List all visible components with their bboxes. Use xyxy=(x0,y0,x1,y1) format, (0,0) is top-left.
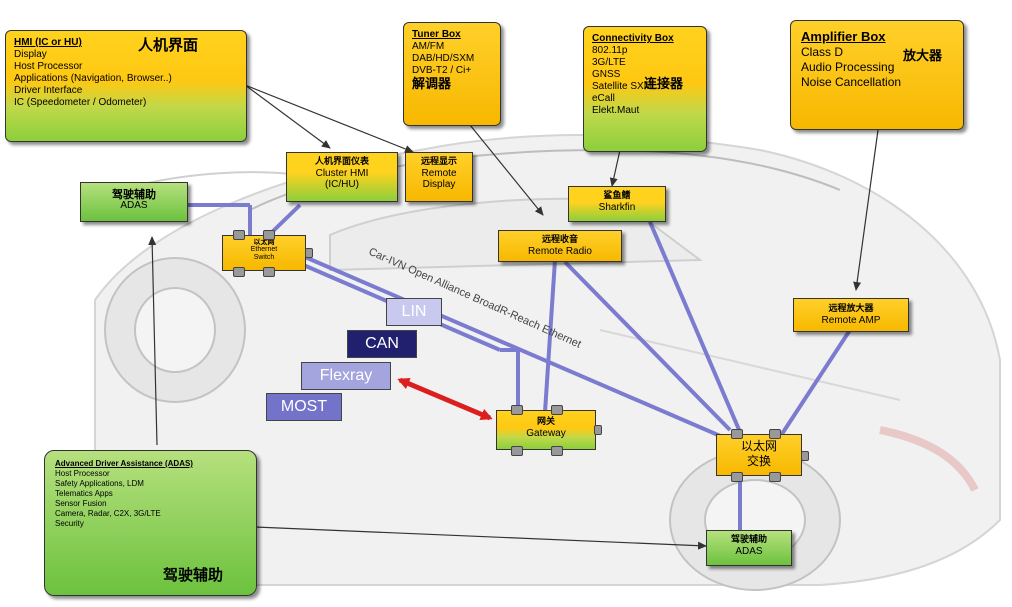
hmi-box: HMI (IC or HU) 人机界面 Display Host Process… xyxy=(5,30,247,142)
remote-radio-cn: 远程收音 xyxy=(541,235,578,245)
gateway-port xyxy=(551,405,563,415)
remote-amp-en: Remote AMP xyxy=(821,315,881,326)
adas-node-left-cn: 驾驶辅助 xyxy=(112,188,156,201)
gateway-port xyxy=(511,405,523,415)
hmi-title: HMI (IC or HU) xyxy=(14,37,82,48)
adas-item: Safety Applications, LDM xyxy=(55,479,144,488)
switch-port xyxy=(233,267,245,277)
protocol-lin: LIN xyxy=(386,298,442,326)
signal-arrows xyxy=(148,84,879,550)
connectivity-title: Connectivity Box xyxy=(592,33,674,44)
switch-cn: 以太网 xyxy=(253,238,275,246)
switch-port xyxy=(263,230,275,240)
remote-amp-cn: 远程放大器 xyxy=(828,304,874,314)
connectivity-item: eCall xyxy=(592,93,615,104)
ethernet-switch-right: 以太网 交换 xyxy=(716,429,809,482)
eth-switch-right-port xyxy=(801,451,809,461)
connectivity-box: Connectivity Box 802.11p 3G/LTE GNSS Sat… xyxy=(583,26,707,152)
amplifier-box: Amplifier Box Class D Audio Processing N… xyxy=(790,20,964,130)
red-bus-arrow xyxy=(397,377,493,421)
switch-port xyxy=(263,267,275,277)
remote-radio-en: Remote Radio xyxy=(528,246,592,257)
connectivity-item: Elekt.Maut xyxy=(592,105,640,116)
adas-item: Telematics Apps xyxy=(55,489,113,498)
tuner-box: Tuner Box AM/FM DAB/HD/SXM DVB-T2 / Ci+ … xyxy=(403,22,501,126)
remote-display-node: 远程显示 Remote Display xyxy=(405,152,473,202)
cluster-hmi-en2: (IC/HU) xyxy=(325,179,359,190)
amplifier-item: Class D xyxy=(801,45,844,59)
cluster-hmi-en: Cluster HMI xyxy=(315,168,369,179)
eth-switch-right-port xyxy=(769,429,781,439)
adas-box: Advanced Driver Assistance (ADAS) Host P… xyxy=(44,450,257,596)
eth-switch-right-port xyxy=(731,429,743,439)
eth-switch-right-cn1: 以太网 xyxy=(740,439,777,453)
hmi-item: Display xyxy=(14,49,47,60)
gateway-en: Gateway xyxy=(526,428,566,439)
switch-en1: Ethernet xyxy=(250,246,278,253)
connectivity-item: 802.11p xyxy=(592,45,628,56)
amplifier-item: Noise Cancellation xyxy=(801,75,902,89)
remote-display-en2: Display xyxy=(422,179,456,190)
hmi-cn-label: 人机界面 xyxy=(138,36,199,54)
gateway-node: 网关 Gateway xyxy=(496,405,602,456)
gateway-cn: 网关 xyxy=(536,417,555,427)
eth-switch-right-cn2: 交换 xyxy=(746,454,771,468)
tuner-title: Tuner Box xyxy=(412,29,461,40)
adas-node-left: 驾驶辅助 ADAS xyxy=(80,182,188,222)
tuner-item: DVB-T2 / Ci+ xyxy=(412,65,472,76)
connectivity-item: Satellite SXM xyxy=(592,81,653,92)
adas-node-bottom-en: ADAS xyxy=(735,546,763,557)
tuner-cn-label: 解调器 xyxy=(412,77,452,92)
protocol-can: CAN xyxy=(347,330,417,358)
sharkfin-node: 鲨鱼鳍 Sharkfin xyxy=(568,186,666,222)
adas-title: Advanced Driver Assistance (ADAS) xyxy=(55,459,193,468)
cluster-hmi-cn: 人机界面仪表 xyxy=(314,157,369,167)
amplifier-title: Amplifier Box xyxy=(801,29,886,44)
sharkfin-en: Sharkfin xyxy=(598,202,636,213)
adas-item: Security xyxy=(55,519,84,528)
amplifier-cn-label: 放大器 xyxy=(903,49,943,64)
sharkfin-cn: 鲨鱼鳍 xyxy=(603,191,631,201)
connectivity-cn-label: 连接器 xyxy=(644,77,684,92)
protocol-most: MOST xyxy=(266,393,342,421)
remote-radio-node: 远程收音 Remote Radio xyxy=(498,230,622,262)
gateway-port xyxy=(551,446,563,456)
cluster-hmi-node: 人机界面仪表 Cluster HMI (IC/HU) xyxy=(286,152,398,202)
protocol-flexray: Flexray xyxy=(301,362,391,390)
amplifier-item: Audio Processing xyxy=(801,60,895,74)
remote-display-cn: 远程显示 xyxy=(420,157,457,167)
remote-amp-node: 远程放大器 Remote AMP xyxy=(793,298,909,332)
adas-node-bottom-cn: 驾驶辅助 xyxy=(730,535,767,545)
remote-display-en: Remote xyxy=(421,168,457,179)
adas-item: Host Processor xyxy=(55,469,110,478)
connectivity-item: 3G/LTE xyxy=(592,57,626,68)
eth-switch-right-port xyxy=(731,472,743,482)
gateway-port xyxy=(511,446,523,456)
connectivity-item: GNSS xyxy=(592,69,621,80)
gateway-port xyxy=(594,425,602,435)
tuner-item: AM/FM xyxy=(412,41,445,52)
switch-en2: Switch xyxy=(253,254,275,261)
eth-switch-right-port xyxy=(769,472,781,482)
hmi-item: Driver Interface xyxy=(14,85,83,96)
hmi-item: Host Processor xyxy=(14,61,83,72)
ethernet-switch-left: 以太网 Ethernet Switch xyxy=(222,230,313,277)
hmi-item: IC (Speedometer / Odometer) xyxy=(14,97,147,108)
adas-node-left-en: ADAS xyxy=(120,200,148,211)
adas-item: Camera, Radar, C2X, 3G/LTE xyxy=(55,509,161,518)
adas-cn-label: 驾驶辅助 xyxy=(163,566,224,584)
hmi-item: Applications (Navigation, Browser..) xyxy=(14,73,172,84)
tuner-item: DAB/HD/SXM xyxy=(412,53,475,64)
adas-item: Sensor Fusion xyxy=(55,499,107,508)
adas-node-bottom: 驾驶辅助 ADAS xyxy=(706,530,792,566)
switch-port xyxy=(233,230,245,240)
switch-port xyxy=(305,248,313,258)
